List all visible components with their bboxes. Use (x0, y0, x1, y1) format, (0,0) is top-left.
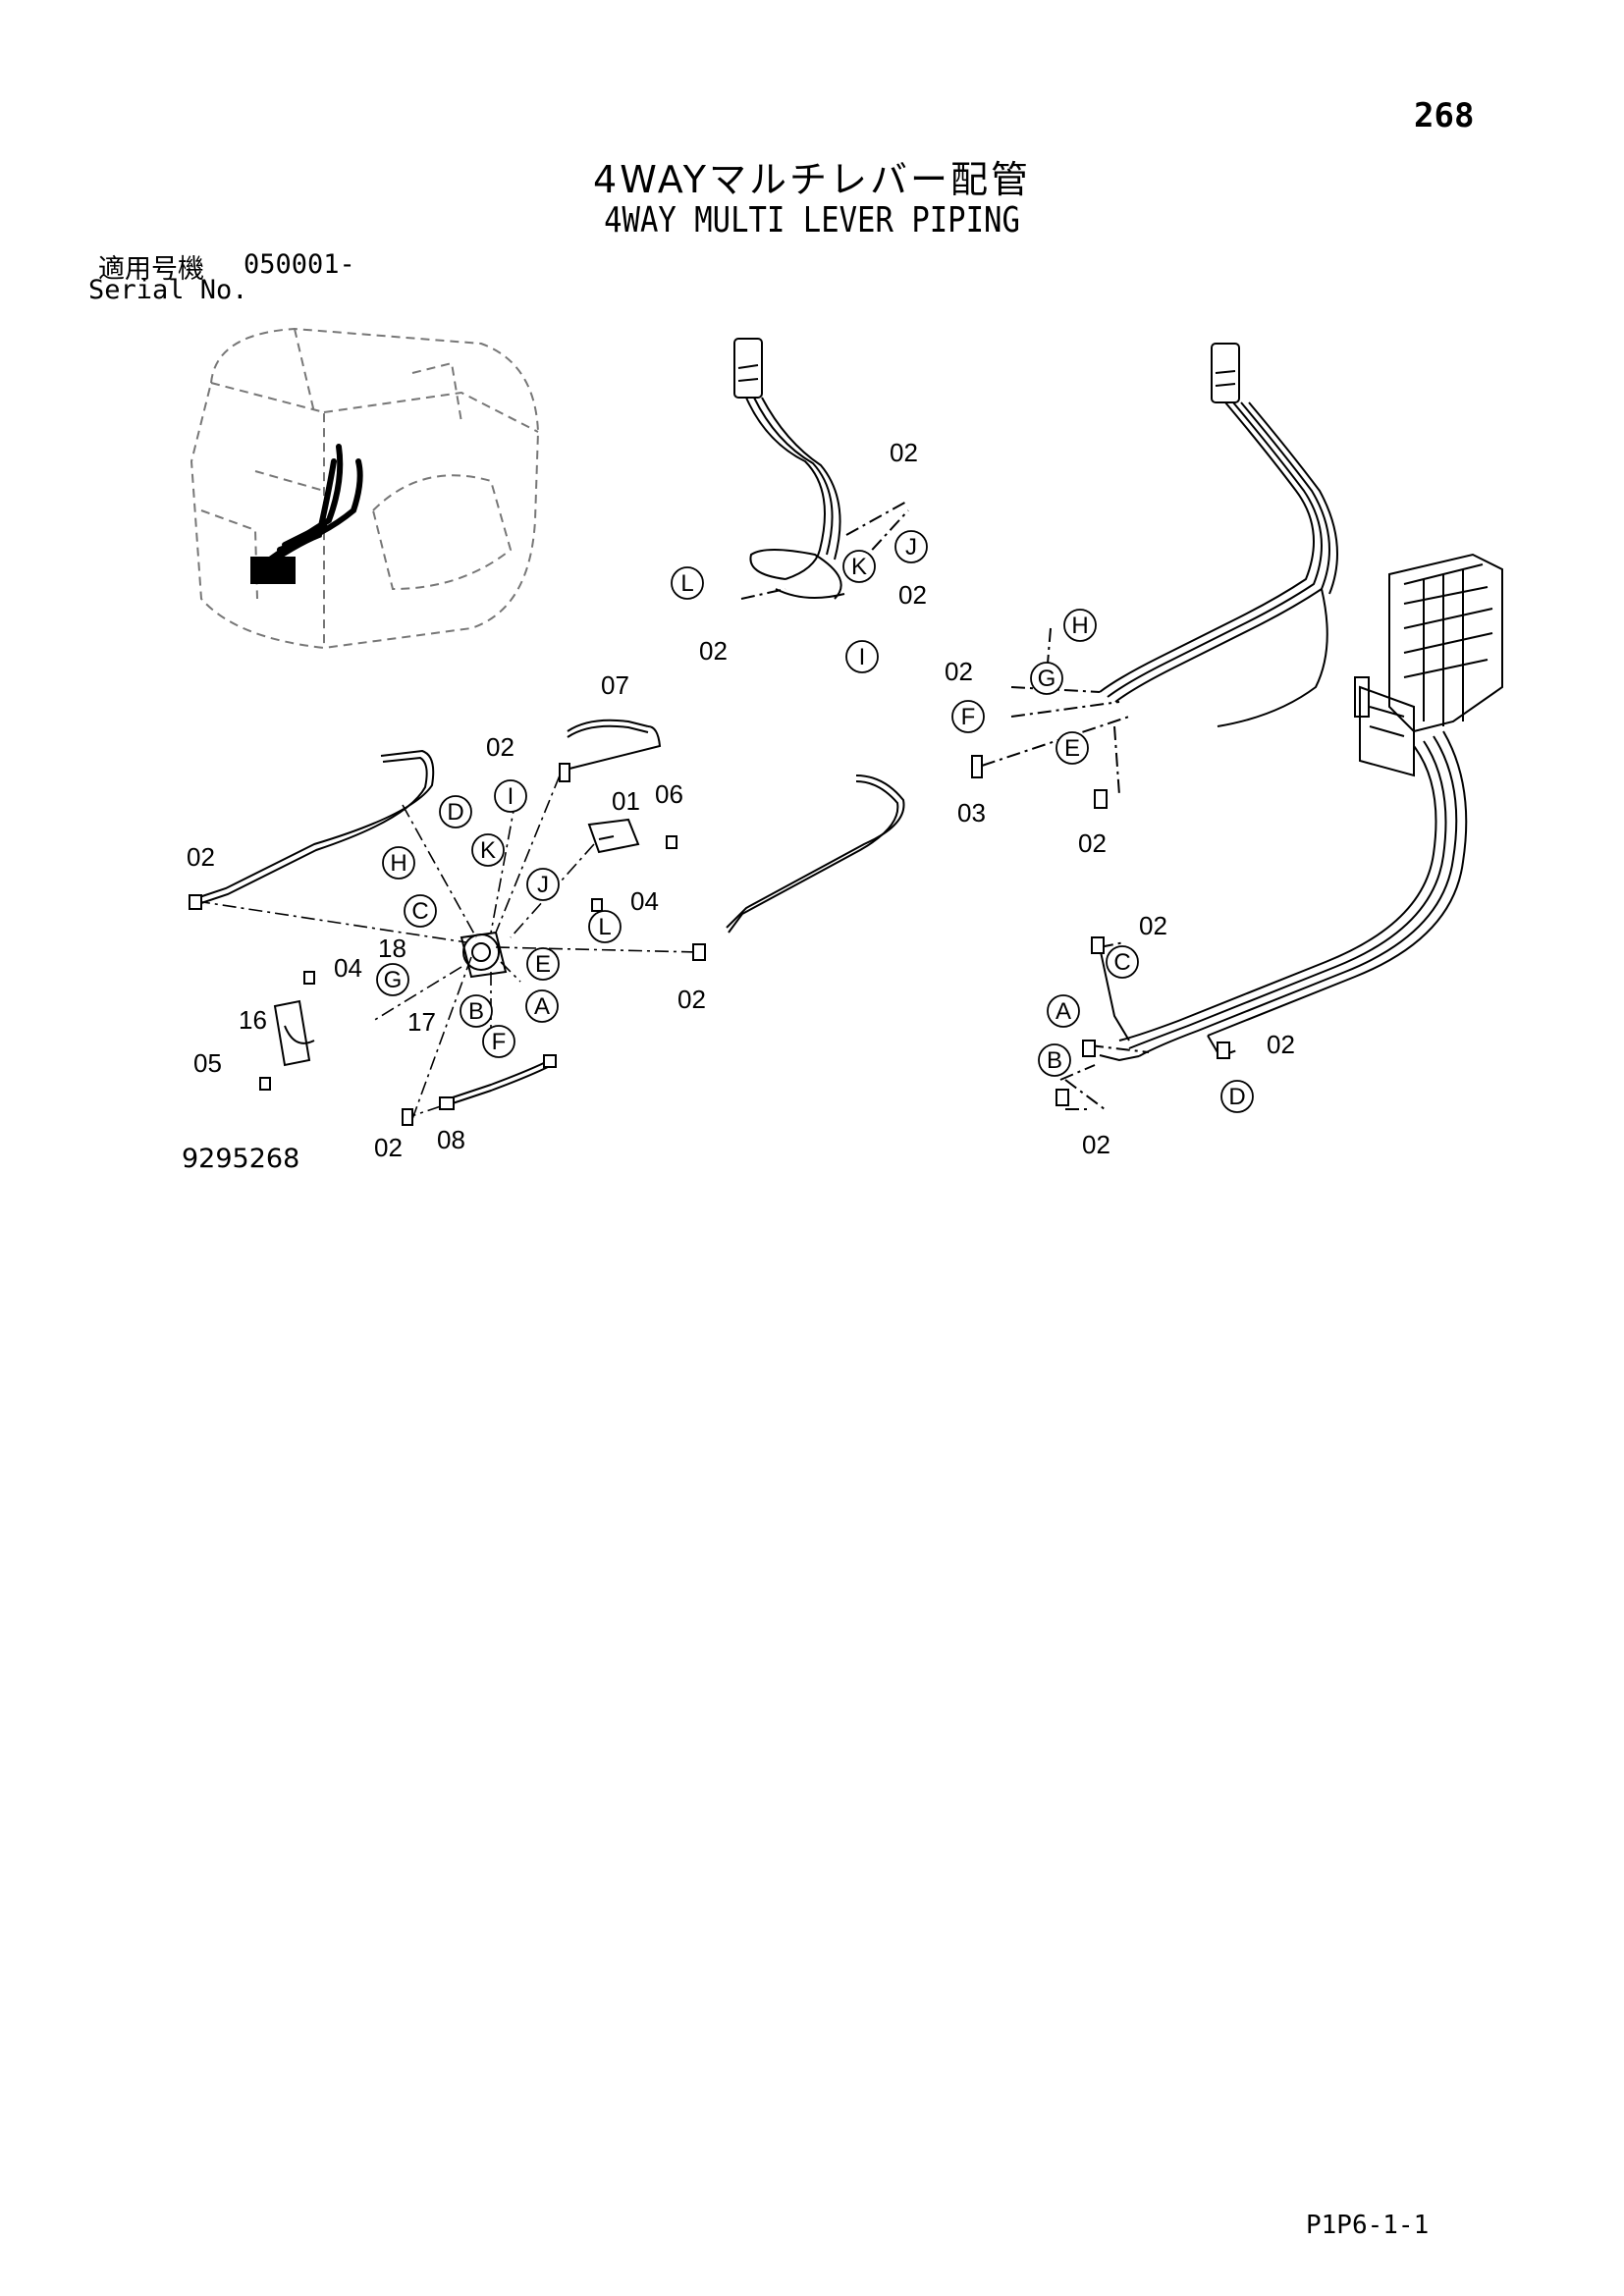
svg-text:K: K (480, 837, 496, 864)
callout-circle-b: B (460, 994, 493, 1028)
callout-18: 18 (378, 934, 406, 963)
svg-text:K: K (851, 554, 867, 580)
callout-02: 02 (1078, 828, 1107, 858)
callout-circle-i: I (494, 779, 527, 813)
svg-text:J: J (537, 872, 549, 898)
callout-04: 04 (630, 886, 659, 916)
callout-01: 01 (612, 786, 640, 816)
callout-03: 03 (957, 798, 986, 828)
callout-circle-h: H (1063, 609, 1097, 642)
callout-08: 08 (437, 1125, 465, 1154)
svg-text:C: C (411, 898, 428, 925)
svg-text:L: L (680, 570, 693, 597)
callout-02: 02 (1267, 1030, 1295, 1059)
callout-02: 02 (898, 580, 927, 610)
callout-circle-d: D (1220, 1080, 1254, 1113)
svg-text:G: G (384, 967, 403, 993)
svg-text:A: A (534, 993, 550, 1020)
callout-circle-b: B (1038, 1043, 1071, 1077)
title-english: 4WAY MULTI LEVER PIPING (604, 200, 1020, 240)
svg-text:A: A (1056, 998, 1071, 1025)
callout-circle-h: H (382, 846, 415, 880)
valve-bank-fittings (1056, 936, 1230, 1106)
svg-text:E: E (535, 951, 551, 978)
serial-label-english: Serial No. (88, 275, 248, 305)
callout-circle-c: C (404, 894, 437, 928)
callout-circle-e: E (526, 947, 560, 981)
part-number-callouts: 02 02 02 02 03 02 07 02 01 06 02 04 18 0… (187, 438, 1295, 1162)
lever-assembly-center (733, 338, 909, 600)
drawing-number: 9295268 (182, 1144, 300, 1174)
callout-02: 02 (187, 842, 215, 872)
hose-fittings (189, 763, 706, 1126)
svg-text:L: L (598, 914, 611, 940)
callout-02: 02 (890, 438, 918, 467)
callout-02: 02 (677, 985, 706, 1014)
svg-text:C: C (1113, 949, 1130, 976)
callout-circle-l: L (588, 910, 622, 943)
callout-circle-l: L (671, 566, 704, 600)
callout-02: 02 (945, 657, 973, 686)
page-number: 268 (1414, 96, 1475, 135)
serial-label-japanese: 適用号機 (98, 254, 204, 285)
callout-04: 04 (334, 953, 362, 983)
callout-07: 07 (601, 670, 629, 700)
footer-code: P1P6-1-1 (1306, 2211, 1430, 2240)
callout-circle-f: F (482, 1025, 515, 1058)
callout-16: 16 (239, 1005, 267, 1035)
serial-value: 050001- (244, 249, 355, 280)
letter-callouts: L K J I H G F E D I K H J C L E G A B F … (376, 530, 1254, 1113)
callout-circle-k: K (842, 550, 876, 583)
callout-circle-k: K (471, 833, 505, 867)
callout-circle-f: F (951, 700, 985, 733)
callout-06: 06 (655, 779, 683, 809)
callout-02: 02 (1082, 1130, 1110, 1159)
title-japanese: 4WAYマルチレバー配管 (593, 158, 1031, 201)
svg-text:H: H (390, 850, 406, 877)
svg-text:F: F (961, 704, 976, 730)
callout-02: 02 (699, 636, 728, 666)
callout-circle-i: I (845, 640, 879, 673)
svg-text:F: F (492, 1029, 507, 1055)
svg-text:B: B (468, 998, 484, 1025)
svg-text:B: B (1047, 1047, 1062, 1074)
svg-text:H: H (1071, 613, 1088, 639)
svg-text:I: I (859, 644, 866, 670)
svg-text:E: E (1064, 735, 1080, 762)
svg-text:D: D (1228, 1084, 1245, 1110)
callout-circle-g: G (1030, 662, 1063, 695)
callout-circle-c: C (1106, 945, 1139, 979)
machine-thumbnail (189, 327, 540, 650)
callout-circle-d: D (439, 795, 472, 828)
machine-hoses (250, 444, 363, 584)
callout-05: 05 (193, 1048, 222, 1078)
callout-circle-a: A (1047, 994, 1080, 1028)
callout-circle-j: J (894, 530, 928, 563)
svg-text:I: I (508, 783, 514, 810)
control-valve-bank (1099, 553, 1503, 1062)
callout-17: 17 (407, 1007, 436, 1037)
hose-assembly-lower (195, 719, 905, 1106)
svg-text:D: D (447, 799, 463, 826)
callout-circle-g: G (376, 963, 409, 996)
callout-02: 02 (1139, 911, 1167, 940)
callout-circle-a: A (525, 989, 559, 1023)
callout-02: 02 (374, 1133, 403, 1162)
callout-circle-j: J (526, 868, 560, 901)
svg-text:G: G (1038, 666, 1056, 692)
callout-circle-e: E (1056, 731, 1089, 765)
hose-assembly-lower-leaders (195, 774, 698, 1120)
callout-02: 02 (486, 732, 514, 762)
lever-assembly-right (971, 343, 1338, 809)
svg-text:J: J (905, 534, 917, 561)
